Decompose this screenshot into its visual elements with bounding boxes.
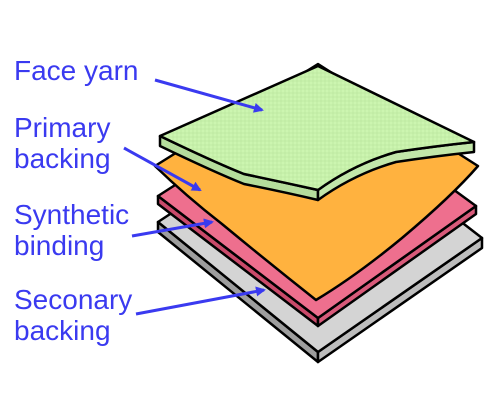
primary-backing-label-line: Primary (14, 112, 111, 143)
face-yarn-arrow (154, 78, 264, 113)
synthetic-binding-arrow (131, 218, 214, 238)
primary-backing-label-line: backing (14, 143, 111, 174)
secondary-backing-label: Seconary backing (14, 284, 132, 346)
primary-backing-arrow (123, 146, 202, 192)
face-yarn-label-line: Face yarn (14, 55, 139, 86)
secondary-backing-label-line: Seconary (14, 284, 133, 315)
face-yarn-top (158, 64, 476, 192)
secondary-backing-arrow (135, 286, 266, 316)
secondary-backing-label-line: backing (14, 315, 111, 346)
primary-backing-label: Primary backing (14, 112, 111, 174)
synthetic-binding-label-line: Synthetic (14, 199, 130, 230)
synthetic-binding-label-line: binding (14, 230, 105, 261)
label-arrows (123, 78, 266, 316)
face-yarn-label: Face yarn (14, 55, 139, 86)
synthetic-binding-label: Synthetic binding (14, 199, 129, 261)
face-yarn-sheet (158, 64, 476, 202)
